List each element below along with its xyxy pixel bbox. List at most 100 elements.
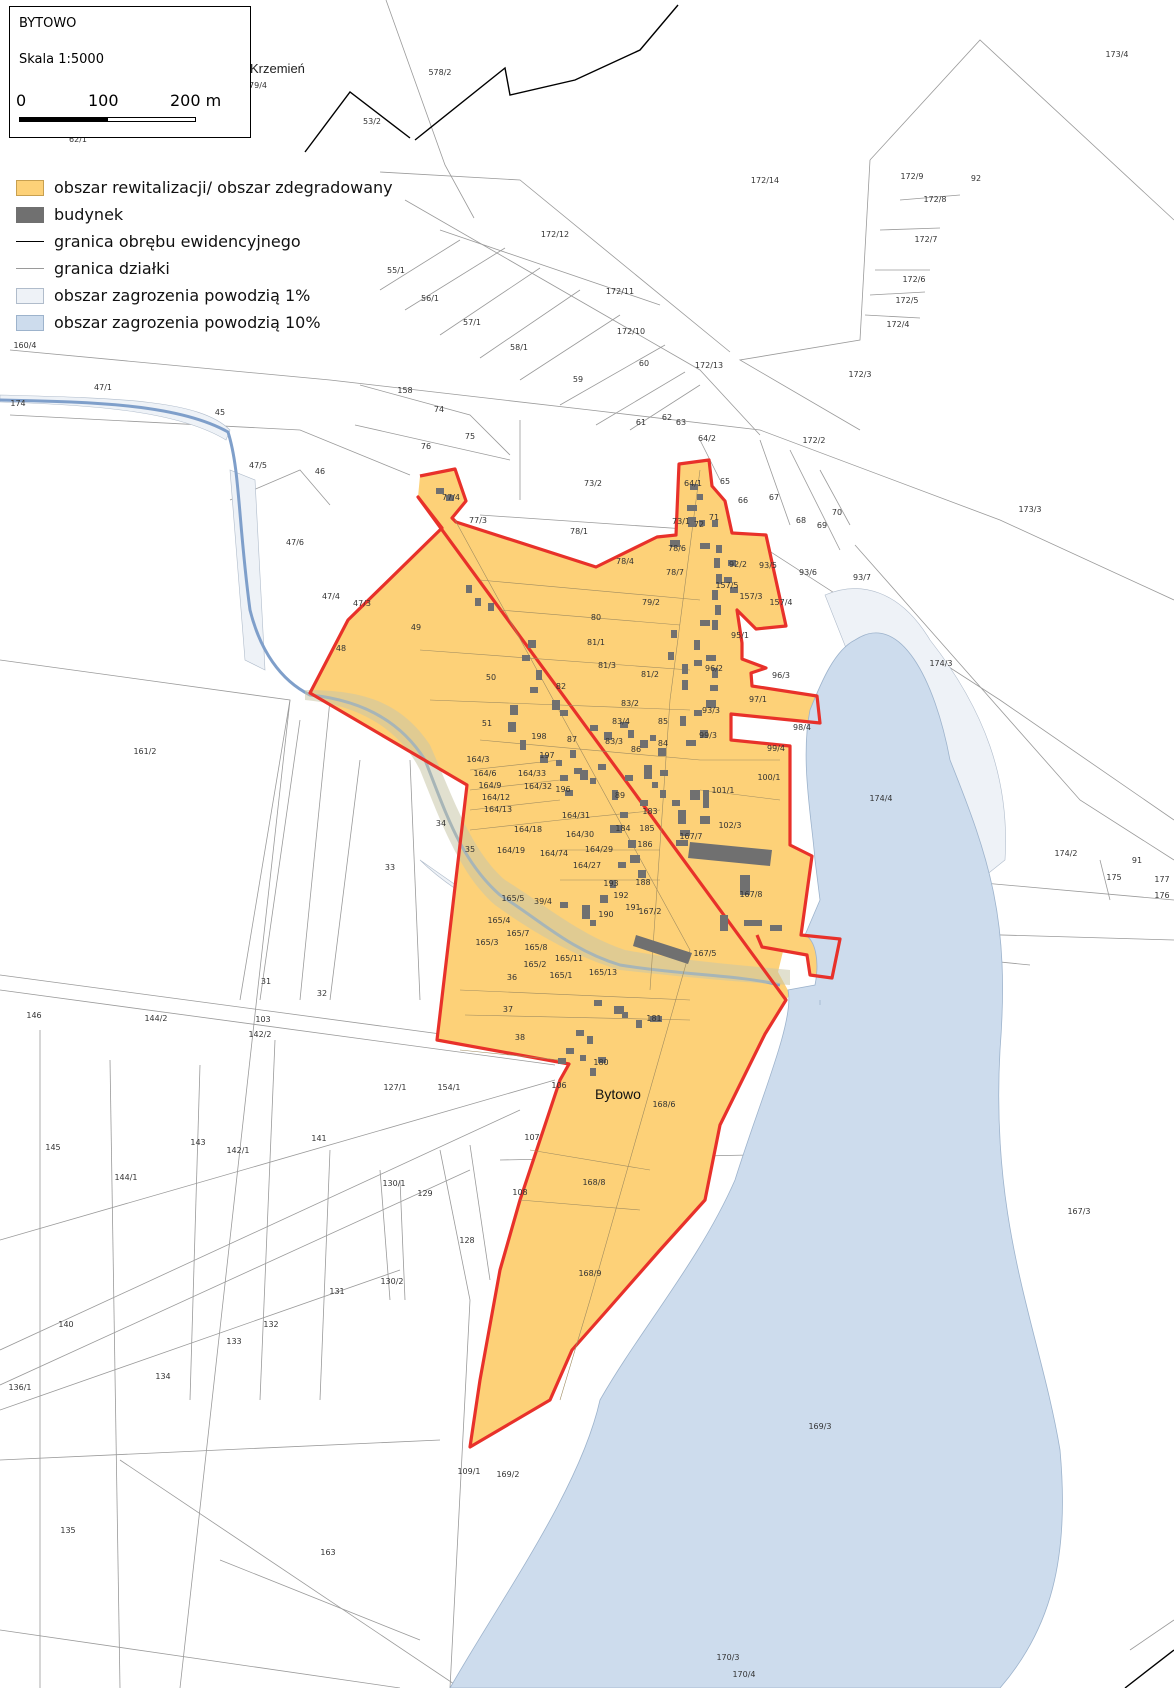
- scale-box: BYTOWO Skala 1:5000 0 100 200 m: [9, 6, 251, 138]
- parcel-label: 161/2: [133, 747, 156, 756]
- parcel-label: 49: [411, 623, 421, 632]
- parcel-label: 174/3: [929, 659, 952, 668]
- parcel-label: 172/14: [751, 176, 779, 185]
- parcel-label: 68: [796, 516, 806, 525]
- parcel-label: 95/1: [731, 631, 749, 640]
- parcel-label: 173/4: [1105, 50, 1128, 59]
- parcel-label: 169/2: [496, 1470, 519, 1479]
- parcel-label: 164/6: [473, 769, 496, 778]
- parcel-label: 165/4: [487, 916, 510, 925]
- parcel-label: 168/9: [578, 1269, 601, 1278]
- parcel-label: 53/2: [363, 117, 381, 126]
- parcel-label: 58/1: [510, 343, 528, 352]
- parcel-label: 174: [10, 399, 25, 408]
- parcel-label: 56/1: [421, 294, 439, 303]
- parcel-label: 193: [603, 879, 618, 888]
- parcel-label: 181: [646, 1014, 661, 1023]
- parcel-label: 173/3: [1018, 505, 1041, 514]
- parcel-label: 183: [642, 807, 657, 816]
- parcel-label: 164/32: [524, 782, 552, 791]
- parcel-label: 102/3: [718, 821, 741, 830]
- parcel-label: 55/1: [387, 266, 405, 275]
- parcel-label: 167/7: [679, 832, 702, 841]
- precinct-boundary: [304, 4, 1174, 1688]
- parcel-label: 175: [1106, 873, 1121, 882]
- parcel-label: 160/4: [13, 341, 36, 350]
- parcel-label: 92/2: [729, 560, 747, 569]
- parcel-label: 38: [515, 1033, 525, 1042]
- parcel-label: 36: [507, 973, 517, 982]
- parcel-label: 47/1: [94, 383, 112, 392]
- parcel-label: 64/1: [684, 479, 702, 488]
- parcel-label: 57/1: [463, 318, 481, 327]
- parcel-label: 157/4: [769, 598, 792, 607]
- parcel-label: 165/5: [501, 894, 524, 903]
- parcel-label: 144/1: [114, 1173, 137, 1182]
- buildings: [436, 484, 782, 1076]
- parcel-label: 78/6: [668, 544, 686, 553]
- parcel-label: 140: [58, 1320, 73, 1329]
- parcel-label: 164/33: [518, 769, 546, 778]
- scale-bar: [19, 117, 196, 122]
- parcel-label: 143: [190, 1138, 205, 1147]
- parcel-label: 89: [615, 791, 625, 800]
- parcel-label: 107: [524, 1133, 539, 1142]
- parcel-label: 164/9: [478, 781, 501, 790]
- parcel-label: 78/4: [616, 557, 634, 566]
- legend-symbol: [16, 206, 44, 223]
- legend-symbol: [16, 268, 44, 269]
- legend-symbol: [16, 287, 44, 304]
- parcel-label: 165/2: [523, 960, 546, 969]
- scale-tick-100: 100: [88, 91, 119, 110]
- parcel-label: 45: [215, 408, 225, 417]
- legend-item: obszar zagrozenia powodzią 1%: [16, 282, 393, 309]
- parcel-label: 172/10: [617, 327, 645, 336]
- parcel-label: 129: [417, 1189, 432, 1198]
- parcel-label: 71: [709, 513, 719, 522]
- parcel-label: 32: [317, 989, 327, 998]
- parcel-label: 72: [694, 520, 704, 529]
- parcel-label: 172/11: [606, 287, 634, 296]
- place-label-krzemien: Krzemień: [250, 61, 305, 76]
- parcel-label: 190: [598, 910, 613, 919]
- parcel-label: 63: [676, 418, 686, 427]
- parcel-label: 146: [26, 1011, 41, 1020]
- parcel-label: 132: [263, 1320, 278, 1329]
- parcel-label: 73/1: [672, 517, 690, 526]
- parcel-label: 172/8: [923, 195, 946, 204]
- parcel-label: 154/1: [437, 1083, 460, 1092]
- parcel-label: 165/11: [555, 954, 583, 963]
- parcel-label: 62/1: [69, 135, 87, 144]
- parcel-label: 96/2: [705, 664, 723, 673]
- legend-item: obszar rewitalizacji/ obszar zdegradowan…: [16, 174, 393, 201]
- parcel-label: 92: [971, 174, 981, 183]
- parcel-label: 174/2: [1054, 849, 1077, 858]
- parcel-label: 176: [1154, 891, 1169, 900]
- parcel-label: 93/3: [702, 706, 720, 715]
- parcel-label: 172/7: [914, 235, 937, 244]
- scale-tick-200: 200 m: [170, 91, 222, 110]
- parcel-label: 83/3: [605, 737, 623, 746]
- parcel-label: 180: [593, 1058, 608, 1067]
- legend-label: budynek: [54, 205, 124, 224]
- parcel-label: 144/2: [144, 1014, 167, 1023]
- parcel-label: 164/19: [497, 846, 525, 855]
- parcel-label: 172/9: [900, 172, 923, 181]
- parcel-label: 96/3: [772, 671, 790, 680]
- parcel-label: 47/3: [353, 599, 371, 608]
- parcel-label: 100/1: [757, 773, 780, 782]
- parcel-label: 60: [639, 359, 649, 368]
- parcel-label: 84: [658, 739, 668, 748]
- parcel-label: 136/1: [8, 1383, 31, 1392]
- legend-symbol: [16, 179, 44, 196]
- parcel-label: 172/12: [541, 230, 569, 239]
- legend-label: obszar zagrozenia powodzią 1%: [54, 286, 311, 305]
- parcel-label: 198: [531, 732, 546, 741]
- parcel-label: 80: [591, 613, 601, 622]
- parcel-label: 141: [311, 1134, 326, 1143]
- parcel-label: 170/3: [716, 1653, 739, 1662]
- parcel-label: 91: [1132, 856, 1142, 865]
- parcel-label: 164/29: [585, 845, 613, 854]
- parcel-label: 172/4: [886, 320, 909, 329]
